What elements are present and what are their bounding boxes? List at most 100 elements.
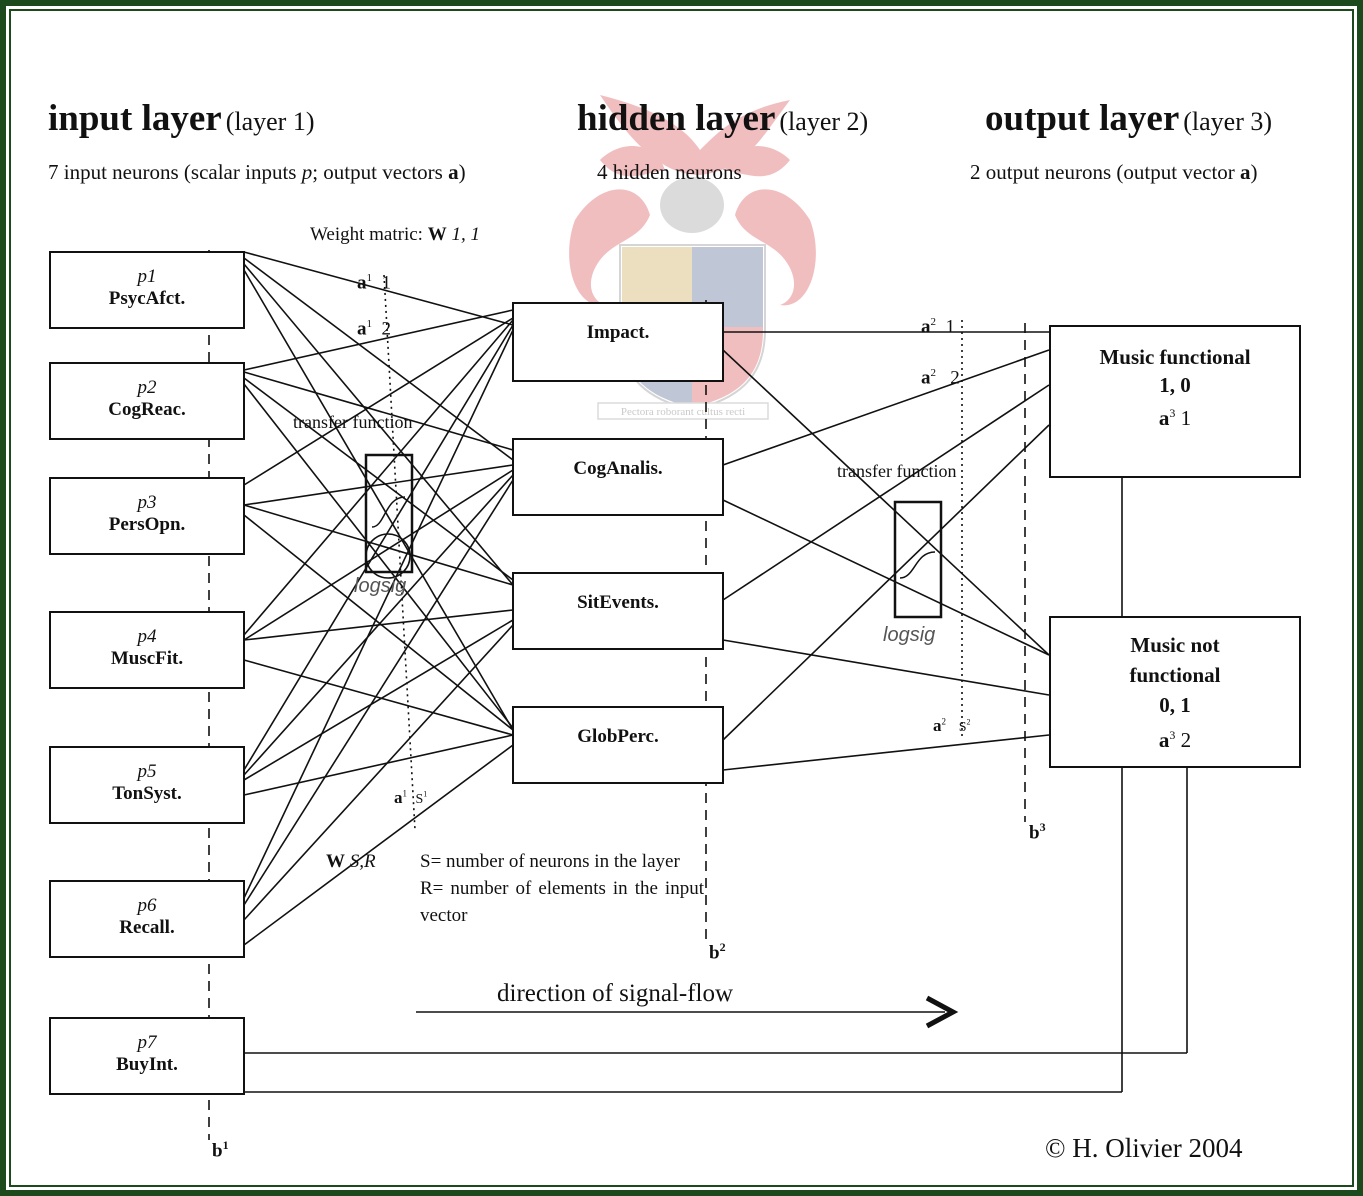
transfer-function-label-2: transfer function (837, 461, 957, 481)
output-desc-text: 2 output neurons (output vector (970, 160, 1241, 184)
a-symbol: a (921, 367, 931, 389)
input-neuron-6: p6 Recall. (49, 880, 245, 958)
output-label: Music functional (1099, 345, 1251, 369)
bias-sup: 1 (222, 1138, 229, 1152)
s-symbol: S (415, 792, 424, 807)
hidden-neuron-4: GlobPerc. (512, 706, 724, 784)
a1-s-label: a1 S1 (394, 788, 427, 808)
sigmoid-curve-1 (371, 496, 406, 528)
crest-motto-scroll (597, 402, 769, 420)
inner-frame (9, 9, 1354, 1187)
signal-flow-label: direction of signal-flow (497, 980, 734, 1007)
a-sup: 1 (366, 272, 373, 284)
bypass-connections (244, 478, 1188, 1093)
output-desc-a: a (1240, 160, 1251, 184)
a2-1-label: a2 1 (921, 316, 955, 338)
a-sup: 1 (366, 318, 373, 330)
input-symbol: p5 (137, 761, 157, 782)
output-code: 0, 1 (1159, 693, 1191, 717)
crest-helmet (660, 177, 724, 233)
weight-matrix-index: 1, 1 (451, 224, 480, 245)
transfer-circle (365, 533, 411, 579)
input-layer-title: input layer (48, 98, 222, 139)
legend-r-definition: R= number of elements in the input vecto… (420, 878, 704, 926)
bias-lines (208, 250, 1026, 1140)
bias-b2-label: b2 (709, 940, 726, 964)
input-symbol: p2 (137, 377, 157, 398)
legend: S= number of neurons in the layer R= num… (420, 848, 704, 929)
bias-symbol: b (212, 1140, 223, 1162)
transfer-function-label-1: transfer function (293, 412, 413, 432)
output-activation-sup: 3 (1169, 728, 1176, 742)
a-symbol: a (921, 316, 931, 338)
input-layer-sub: (layer 1) (225, 107, 315, 136)
weight-matrix-text: Weight matric: (310, 224, 423, 245)
output-activation-index: 2 (1180, 728, 1192, 752)
input-neuron-7: p7 BuyInt. (49, 1017, 245, 1095)
input-label: MuscFit. (110, 648, 184, 669)
a-symbol: a (933, 716, 942, 735)
a-sup: 2 (930, 316, 937, 328)
s-sup: 2 (966, 717, 971, 727)
a-symbol: a (357, 272, 367, 294)
hidden-output-connections (722, 331, 1050, 771)
a-sup: 2 (941, 716, 947, 727)
output-code: 1, 0 (1159, 373, 1191, 397)
a1-1-label: a1 1 (357, 272, 391, 294)
a-sup: 2 (930, 367, 937, 379)
crest-mantling (569, 95, 816, 306)
input-desc-p: p (301, 160, 313, 184)
crest-motto: Pectora roborant cultus recti (621, 406, 745, 418)
hidden-layer-sub: (layer 2) (779, 107, 869, 136)
output-label: Music not (1130, 633, 1220, 657)
output-layer-title: output layer (985, 98, 1180, 139)
s-sup: 1 (423, 789, 428, 799)
bias-b1-label: b1 (212, 1138, 229, 1162)
input-label: PsycAfct. (108, 288, 186, 309)
hidden-layer-desc: 4 hidden neurons (597, 160, 742, 184)
a-index: 1 (945, 316, 956, 338)
hidden-neuron-3: SitEvents. (512, 572, 724, 650)
output-label-2: functional (1129, 663, 1221, 687)
signal-flow-arrow-head (925, 995, 959, 1029)
a-index: 1 (381, 272, 392, 294)
bias-sup: 3 (1039, 820, 1046, 834)
input-label: PersOpn. (108, 514, 186, 535)
weight-matrix-w: W (427, 224, 447, 245)
input-layer-desc: 7 input neurons (scalar inputs p; output… (48, 160, 466, 185)
input-hidden-connections (243, 251, 514, 946)
output-layer-heading: output layer (layer 3) (985, 97, 1272, 140)
s-symbol: S (958, 720, 967, 735)
bias-b3-label: b3 (1029, 820, 1046, 844)
input-symbol: p6 (137, 895, 157, 916)
input-label: BuyInt. (116, 1054, 178, 1075)
input-desc-text: 7 input neurons (scalar inputs (48, 160, 302, 184)
input-layer-heading: input layer (layer 1) (48, 97, 315, 140)
input-desc-post: ) (458, 160, 466, 184)
output-activation-index: 1 (1180, 406, 1192, 430)
input-symbol: p7 (137, 1032, 157, 1053)
input-neuron-1: p1 PsycAfct. (49, 251, 245, 329)
input-desc-a: a (448, 160, 459, 184)
logsig-label-1: logsig (354, 575, 407, 597)
hidden-layer-heading: hidden layer (layer 2) (577, 97, 868, 140)
a-index: 2 (950, 367, 960, 389)
input-neuron-3: p3 PersOpn. (49, 477, 245, 555)
output-activation-a: a (1158, 406, 1170, 430)
sigmoid-curve-2 (899, 551, 936, 579)
a2-s-label: a2 S2 (933, 716, 971, 736)
input-symbol: p3 (137, 492, 157, 513)
input-label: CogReac. (108, 399, 186, 420)
input-desc-mid: ; output vectors (312, 160, 449, 184)
output-activation-a: a (1158, 728, 1170, 752)
bias-symbol: b (1029, 822, 1040, 844)
input-neuron-2: p2 CogReac. (49, 362, 245, 440)
input-label: Recall. (119, 917, 175, 938)
weight-matrix-label: Weight matric: W 1, 1 (310, 224, 480, 246)
hidden-neuron-1: Impact. (512, 302, 724, 382)
weight-dotted-lines (383, 274, 963, 831)
w-index: S,R (349, 851, 376, 872)
transfer-box-1 (364, 453, 414, 574)
